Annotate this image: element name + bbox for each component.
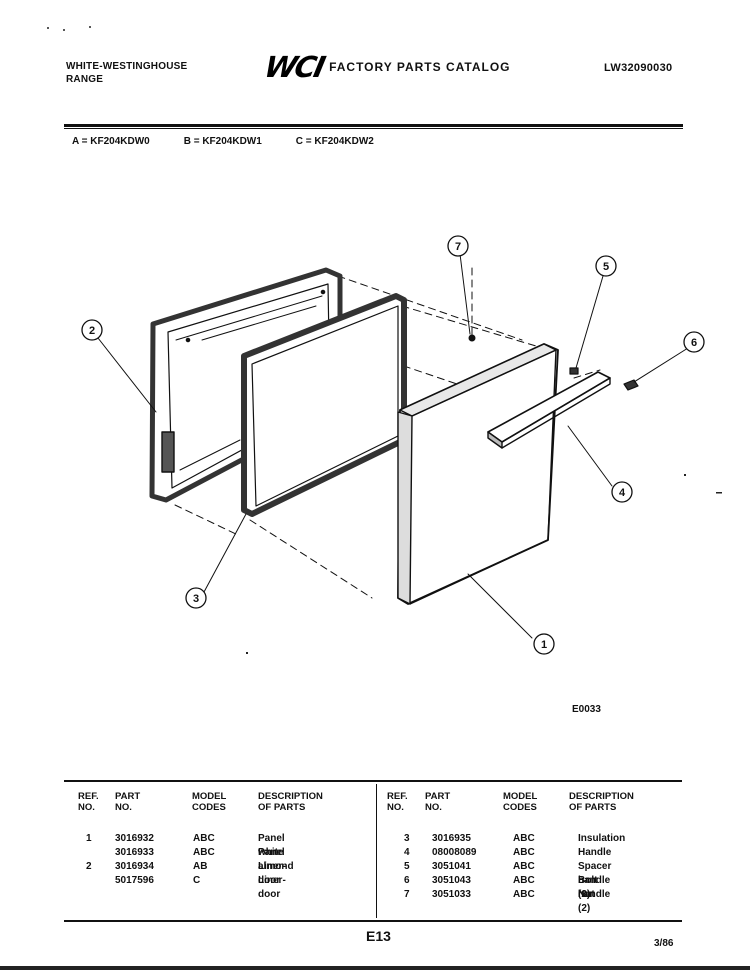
header-rule-thin [64, 128, 683, 129]
brand-block: WHITE-WESTINGHOUSE RANGE [66, 60, 187, 86]
col-header-part: PART NO. [115, 791, 141, 813]
scan-bottom-edge [0, 966, 750, 970]
catalog-date: 3/86 [654, 938, 674, 949]
model-code-b: B = KF204KDW1 [183, 136, 262, 147]
insulation-panel [241, 293, 407, 517]
model-code-a: A = KF204KDW0 [72, 136, 150, 147]
header-rule [64, 124, 683, 127]
callout-5: 5 [603, 261, 609, 273]
col-header-desc: DESCRIPTION OF PARTS [569, 791, 634, 813]
catalog-number: LW32090030 [604, 62, 673, 74]
catalog-header: WCI FACTORY PARTS CATALOG [261, 50, 511, 84]
col-header-model: MODEL CODES [503, 791, 538, 813]
scan-speck [89, 26, 91, 28]
door-handle [487, 371, 611, 449]
brand-name: WHITE-WESTINGHOUSE [66, 61, 188, 72]
figure-code: E0033 [572, 704, 601, 715]
callout-2: 2 [89, 325, 95, 337]
table-divider [376, 784, 377, 918]
model-code-c: C = KF204KDW2 [295, 136, 374, 147]
callout-7: 7 [455, 241, 461, 253]
outer-door-panel [397, 343, 559, 605]
callout-4: 4 [619, 487, 626, 499]
col-header-ref: REF. NO. [78, 791, 99, 813]
model-list: A = KF204KDW0 B = KF204KDW1 C = KF204KDW… [72, 136, 374, 147]
scan-speck [47, 27, 49, 29]
callout-1: 1 [541, 639, 547, 651]
page-number: E13 [366, 928, 391, 944]
product-type: RANGE [66, 74, 104, 85]
exploded-parts-diagram: 1 2 3 4 5 6 7 [81, 235, 722, 655]
scan-speck [63, 29, 65, 31]
col-header-ref: REF. NO. [387, 791, 408, 813]
callout-6: 6 [691, 337, 697, 349]
callout-3: 3 [193, 593, 199, 605]
nut-part [468, 334, 476, 342]
catalog-title: FACTORY PARTS CATALOG [329, 60, 511, 74]
spacer-part [569, 367, 579, 375]
col-header-desc: DESCRIPTION OF PARTS [258, 791, 323, 813]
bolt-part [623, 379, 639, 391]
parts-table [64, 780, 682, 922]
col-header-model: MODEL CODES [192, 791, 227, 813]
col-header-part: PART NO. [425, 791, 451, 813]
